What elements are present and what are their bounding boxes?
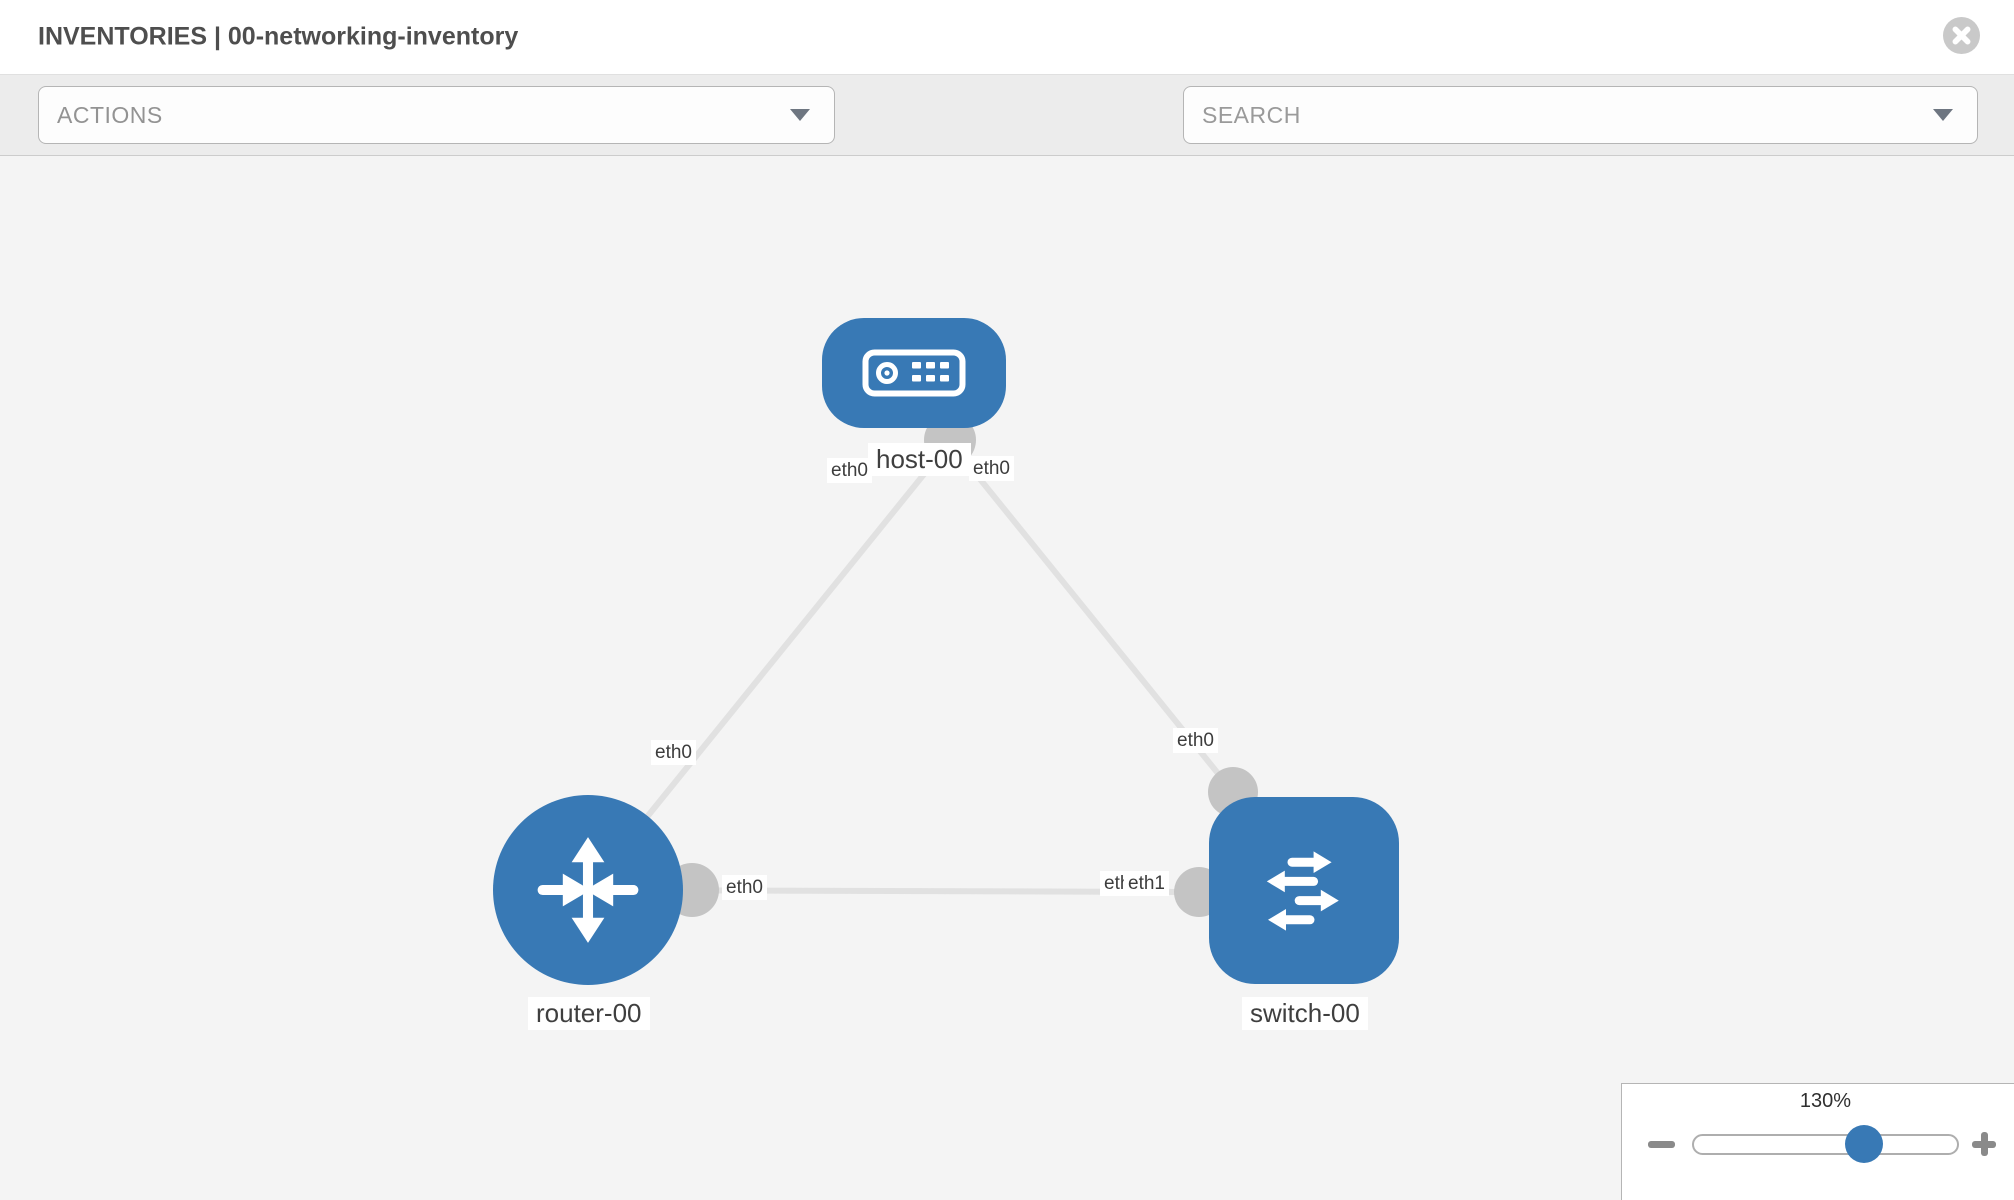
router-arrows-icon: [537, 837, 639, 943]
page-title: INVENTORIES | 00-networking-inventory: [38, 22, 519, 51]
node-router-00[interactable]: [493, 795, 683, 985]
node-label-router[interactable]: router-00: [528, 997, 650, 1030]
actions-dropdown-label: ACTIONS: [57, 101, 163, 128]
node-host-00[interactable]: [822, 318, 1006, 428]
node-switch-00[interactable]: [1209, 797, 1399, 984]
node-label-switch[interactable]: switch-00: [1242, 997, 1368, 1030]
zoom-out-icon[interactable]: [1648, 1141, 1675, 1148]
link-host-router[interactable]: [585, 440, 953, 892]
iface-label-router-right: eth0: [722, 875, 767, 900]
actions-dropdown[interactable]: ACTIONS: [38, 86, 835, 144]
search-input[interactable]: [1202, 101, 1933, 129]
node-label-host[interactable]: host-00: [868, 443, 971, 476]
topology-links-layer: [585, 440, 1236, 895]
iface-label-switch-top: eth0: [1173, 728, 1218, 753]
iface-label-host-left: eth0: [827, 458, 872, 483]
search-dropdown[interactable]: [1183, 86, 1978, 144]
x-glyph: [1952, 26, 1971, 45]
zoom-percent-label: 130%: [1799, 1090, 1852, 1112]
panel-header: INVENTORIES | 00-networking-inventory: [0, 0, 2014, 74]
toolbar: ACTIONS: [0, 74, 2014, 207]
zoom-in-icon[interactable]: [1972, 1132, 1996, 1156]
topology-canvas[interactable]: host-00 router-00 switch-00 eth0 eth0 et…: [0, 156, 2014, 1200]
chevron-down-icon: [790, 109, 810, 121]
zoom-slider-track[interactable]: [1692, 1134, 1959, 1155]
switch-arrows-icon: [1266, 850, 1339, 931]
iface-label-host-right: eth0: [969, 456, 1014, 481]
close-icon[interactable]: [1943, 17, 1980, 54]
zoom-slider-knob[interactable]: [1845, 1125, 1883, 1163]
iface-label-router-link: eth0: [651, 740, 696, 765]
zoom-control-panel: 130%: [1621, 1083, 2014, 1200]
chevron-down-icon: [1933, 109, 1953, 121]
iface-label-switch-left-over: eth1: [1124, 871, 1169, 896]
server-icon: [862, 349, 966, 397]
